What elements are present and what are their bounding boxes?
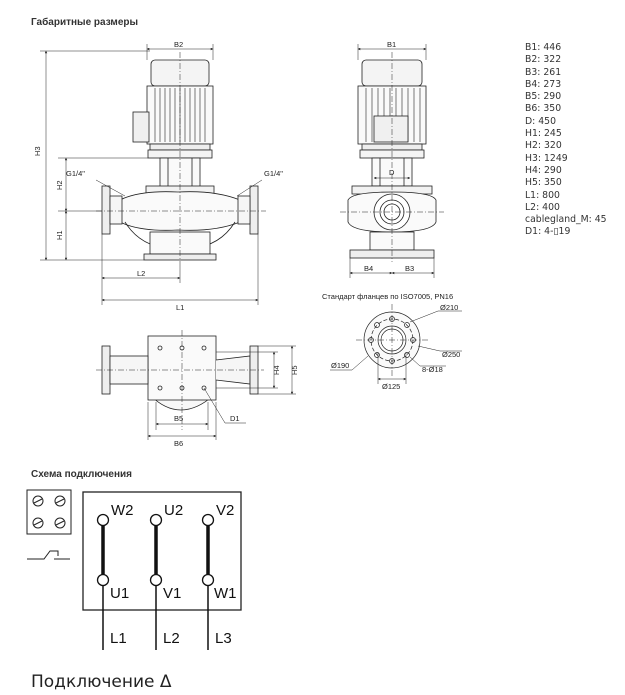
terminal-v1: V1 — [163, 585, 181, 602]
top-view-dimensions — [147, 345, 296, 440]
dim-b1: B1: 446 — [525, 42, 562, 53]
dim-h1: H1: 245 — [525, 128, 562, 140]
dim-h4: H4: 290 — [525, 164, 562, 176]
wiring-legend-icons — [26, 489, 72, 560]
label-b4: B4 — [364, 264, 373, 273]
front-view — [96, 52, 266, 262]
terminal-w2: W2 — [111, 502, 134, 519]
label-b5: B5 — [174, 414, 183, 423]
flange-holes: 8-Ø18 — [422, 365, 443, 374]
dim-h2: H2: 320 — [525, 140, 562, 152]
label-h2: H2 — [55, 180, 64, 190]
terminal-circles — [96, 513, 215, 587]
dim-l1: L1: 800 — [525, 189, 560, 201]
terminal-board — [82, 491, 242, 611]
label-thread-right: G1/4" — [264, 169, 283, 178]
flange-dimensions — [330, 310, 462, 384]
label-l1: L1 — [176, 303, 184, 312]
flange-d-bore: Ø125 — [382, 382, 400, 391]
label-l2: L2 — [137, 269, 145, 278]
side-view-dimensions — [349, 44, 435, 278]
dimensions-title: Габаритные размеры — [31, 17, 139, 28]
terminal-u1: U1 — [110, 585, 129, 602]
dim-d1: D1: 4-▯19 — [525, 226, 571, 238]
dimension-list: B1: 446 B2: 322 B3: 261 B4: 273 B5: 290 … — [525, 42, 607, 239]
terminal-w1: W1 — [214, 585, 237, 602]
front-view-dimensions — [40, 44, 263, 305]
dim-l2: L2: 400 — [525, 201, 560, 213]
label-h4: H4 — [272, 365, 281, 375]
terminal-v2: V2 — [216, 502, 234, 519]
top-view — [96, 330, 264, 430]
flange-drawing — [356, 304, 428, 376]
label-d: D — [389, 168, 395, 177]
dim-b5: B5: 290 — [525, 91, 562, 103]
dim-h5: H5: 350 — [525, 177, 562, 189]
flange-d-outer: Ø210 — [440, 303, 458, 312]
flange-title: Стандарт фланцев по ISO7005, PN16 — [322, 292, 453, 301]
label-b2: B2 — [174, 40, 183, 49]
label-b1: B1 — [387, 40, 396, 49]
dim-cablegland: cablegland_M: 45 — [525, 214, 607, 226]
label-b6: B6 — [174, 439, 183, 448]
terminal-links — [101, 525, 210, 579]
line-l2: L2 — [163, 630, 180, 647]
label-d1: D1 — [230, 414, 240, 423]
wiring-title: Схема подключения — [31, 469, 132, 480]
dim-d: D: 450 — [525, 115, 556, 127]
line-l3: L3 — [215, 630, 232, 647]
connection-caption: Подключение Δ — [31, 672, 172, 692]
label-thread-left: G1/4" — [66, 169, 85, 178]
line-l1: L1 — [110, 630, 127, 647]
terminal-u2: U2 — [164, 502, 183, 519]
label-h5: H5 — [290, 365, 299, 375]
dim-h3: H3: 1249 — [525, 152, 568, 164]
dim-b3: B3: 261 — [525, 66, 562, 78]
label-h1: H1 — [55, 230, 64, 240]
dim-b2: B2: 322 — [525, 54, 562, 66]
label-h3: H3 — [33, 146, 42, 156]
dim-b6: B6: 350 — [525, 103, 562, 115]
flange-d-bolt: Ø190 — [331, 361, 349, 370]
flange-d-flange: Ø250 — [442, 350, 460, 359]
supply-lines — [102, 585, 209, 650]
dim-b4: B4: 273 — [525, 78, 562, 90]
label-b3: B3 — [405, 264, 414, 273]
side-view — [340, 52, 444, 262]
